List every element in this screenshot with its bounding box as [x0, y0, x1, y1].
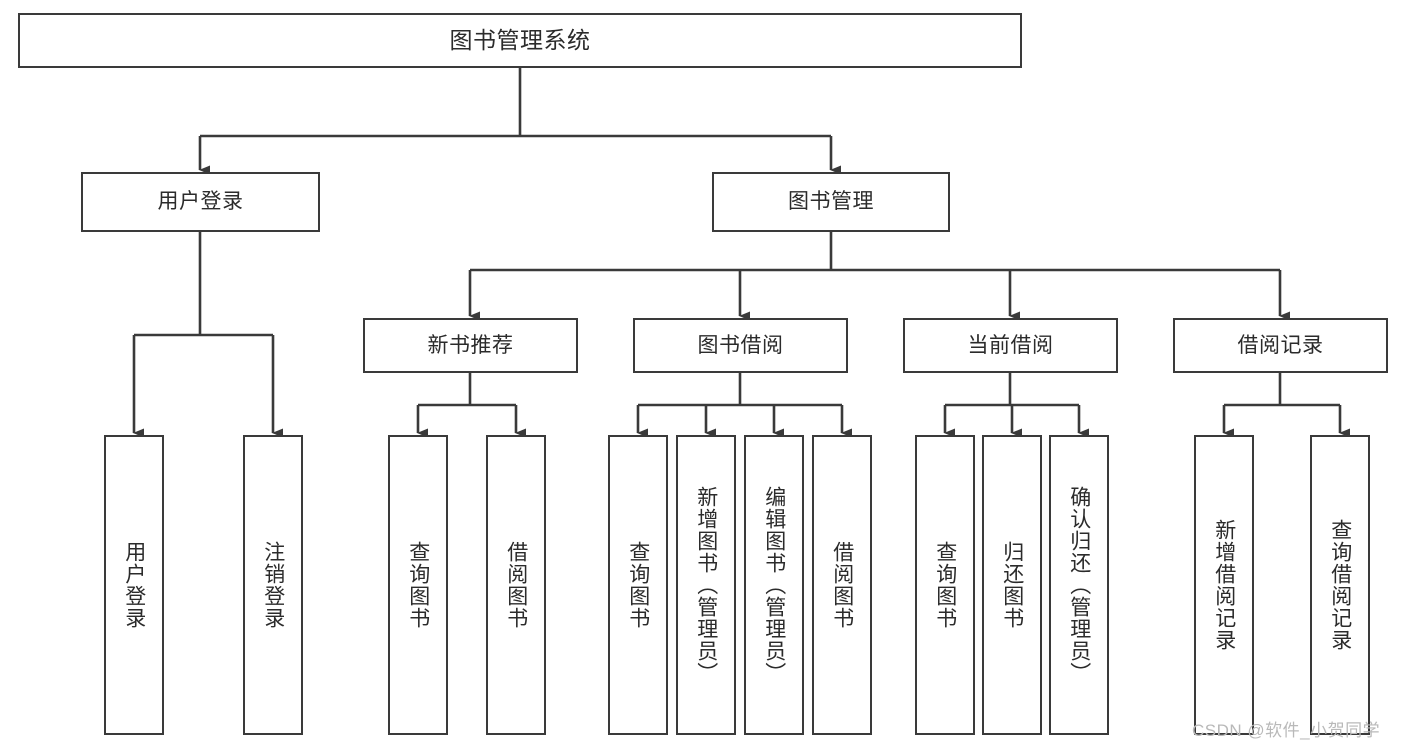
csdn-watermark: CSDN @软件_小贺同学: [1192, 721, 1381, 740]
node-borrow-record[interactable]: 借阅记录: [1173, 318, 1388, 373]
node-root-label: 图书管理系统: [449, 26, 591, 53]
node-leaf-add-book-admin-label: 新增图书（管理员）: [694, 486, 718, 684]
node-leaf-confirm-return-admin-label: 确认归还（管理员）: [1067, 486, 1091, 684]
node-leaf-user-login-label: 用户登录: [122, 541, 146, 629]
node-leaf-logout-login[interactable]: 注销登录: [243, 435, 303, 735]
node-leaf-query-borrow-record-label: 查询借阅记录: [1328, 519, 1352, 651]
node-leaf-borrow-book-2-label: 借阅图书: [830, 541, 854, 629]
node-root[interactable]: 图书管理系统: [18, 13, 1022, 68]
node-leaf-query-borrow-record[interactable]: 查询借阅记录: [1310, 435, 1370, 735]
node-leaf-query-book-1-label: 查询图书: [406, 541, 430, 629]
node-leaf-return-book[interactable]: 归还图书: [982, 435, 1042, 735]
node-book-manage-label: 图书管理: [788, 190, 874, 214]
node-leaf-add-book-admin[interactable]: 新增图书（管理员）: [676, 435, 736, 735]
node-borrow-record-label: 借阅记录: [1237, 333, 1324, 357]
node-leaf-query-book-3[interactable]: 查询图书: [915, 435, 975, 735]
node-leaf-query-book-3-label: 查询图书: [933, 541, 957, 629]
node-new-book-recommend-label: 新书推荐: [427, 333, 514, 357]
node-leaf-edit-book-admin-label: 编辑图书（管理员）: [762, 486, 786, 684]
node-book-borrow-label: 图书借阅: [697, 333, 784, 357]
node-current-borrow[interactable]: 当前借阅: [903, 318, 1118, 373]
node-book-manage[interactable]: 图书管理: [712, 172, 950, 232]
node-leaf-borrow-book-1-label: 借阅图书: [504, 541, 528, 629]
node-user-login-label: 用户登录: [157, 190, 244, 214]
node-new-book-recommend[interactable]: 新书推荐: [363, 318, 578, 373]
node-leaf-add-borrow-record[interactable]: 新增借阅记录: [1194, 435, 1254, 735]
node-leaf-query-book-2-label: 查询图书: [626, 541, 650, 629]
node-current-borrow-label: 当前借阅: [967, 333, 1054, 357]
node-leaf-confirm-return-admin[interactable]: 确认归还（管理员）: [1049, 435, 1109, 735]
node-leaf-borrow-book-2[interactable]: 借阅图书: [812, 435, 872, 735]
node-user-login[interactable]: 用户登录: [81, 172, 320, 232]
node-leaf-borrow-book-1[interactable]: 借阅图书: [486, 435, 546, 735]
node-leaf-add-borrow-record-label: 新增借阅记录: [1212, 519, 1236, 651]
node-leaf-query-book-2[interactable]: 查询图书: [608, 435, 668, 735]
node-leaf-logout-login-label: 注销登录: [261, 541, 285, 629]
node-leaf-edit-book-admin[interactable]: 编辑图书（管理员）: [744, 435, 804, 735]
node-leaf-user-login[interactable]: 用户登录: [104, 435, 164, 735]
node-leaf-query-book-1[interactable]: 查询图书: [388, 435, 448, 735]
node-leaf-return-book-label: 归还图书: [1000, 541, 1024, 629]
node-book-borrow[interactable]: 图书借阅: [633, 318, 848, 373]
